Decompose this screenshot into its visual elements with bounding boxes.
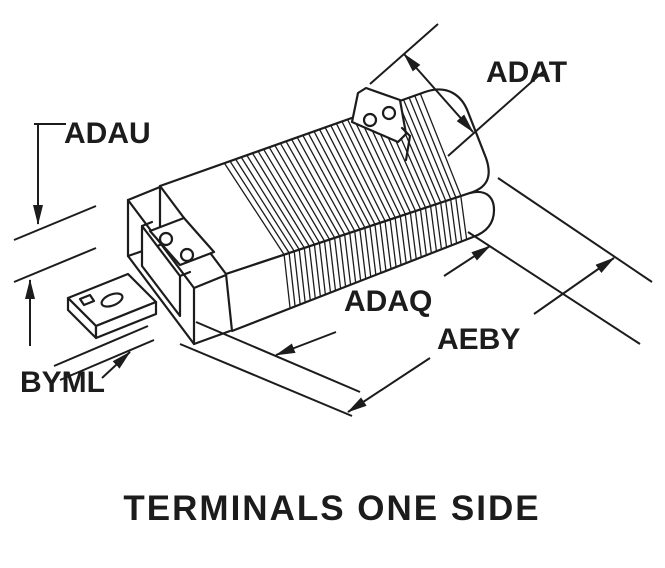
dimension-label-adat: ADAT [486, 56, 567, 89]
rib-line [274, 144, 337, 291]
dimension-arrow [403, 53, 474, 133]
dimension-arrow [443, 245, 491, 277]
rib-line [374, 108, 428, 256]
rib-line [296, 136, 357, 284]
dimension-byml: BYML [20, 325, 155, 399]
rib-texture [223, 92, 468, 309]
terminal-plate-left [148, 216, 216, 267]
terminal-hole [381, 105, 397, 121]
rib-line [391, 102, 443, 250]
extension-line [13, 247, 97, 283]
dimension-arrow [347, 357, 431, 413]
dimension-adat: ADAT [369, 23, 567, 157]
terminal-plate [148, 216, 216, 267]
rib-line [329, 124, 387, 272]
extension-line [497, 177, 653, 283]
rib-line [257, 150, 322, 297]
rib-line [240, 156, 306, 303]
extension-lines [179, 177, 653, 417]
terminal-hole [158, 231, 174, 247]
dimension-aeby: AEBY [347, 257, 615, 413]
body-front-face [224, 190, 496, 333]
dimension-label-adaq: ADAQ [344, 285, 432, 318]
cavity-opening [140, 224, 182, 318]
rib-line [302, 134, 362, 282]
rib-line [262, 148, 327, 295]
rib-line [229, 160, 296, 307]
cavity-depth-line [178, 270, 192, 278]
rib-line [369, 110, 422, 258]
rib-line [352, 116, 407, 264]
rib-line [268, 146, 332, 293]
dimension-arrow [275, 331, 337, 356]
dimension-adau: ADAU [13, 117, 151, 346]
terminal-bracket-right [350, 86, 412, 162]
flange-edge [192, 329, 232, 346]
rib-line [402, 98, 453, 246]
dimension-arrow [533, 257, 615, 315]
rib-line [335, 122, 392, 270]
rib-line [363, 112, 417, 260]
dimension-adaq: ADAQ [275, 245, 491, 356]
rib-line [397, 100, 448, 248]
rib-line [307, 132, 367, 280]
rib-line [318, 128, 377, 276]
extension-line [13, 205, 97, 241]
rib-line [234, 158, 301, 305]
rib-line [313, 130, 372, 278]
mounting-foot [66, 272, 158, 340]
extension-line [179, 343, 353, 417]
foot-square-hole [78, 293, 96, 307]
rib-line [251, 152, 316, 299]
extension-line [59, 339, 155, 381]
dimension-label-adau: ADAU [64, 117, 151, 150]
foot-slot-hole [100, 292, 124, 308]
rib-line [346, 118, 402, 266]
rib-line [290, 138, 352, 285]
rib-line [279, 142, 342, 289]
flange-edge [126, 185, 162, 202]
rib-line [324, 126, 382, 274]
dimension-arrow [101, 351, 131, 379]
rib-line [341, 120, 397, 268]
bracket-plate [350, 86, 408, 144]
component-body [66, 86, 496, 346]
dimension-label-byml: BYML [20, 366, 105, 399]
rib-line [285, 140, 347, 287]
foot-thickness [94, 300, 158, 340]
extension-line [447, 69, 546, 157]
extension-line [53, 325, 149, 367]
rib-line [223, 162, 291, 309]
cavity-depth-line [140, 220, 154, 228]
rib-line [357, 114, 412, 262]
extension-line [467, 231, 641, 345]
extension-line [195, 321, 361, 393]
terminal-hole [362, 112, 378, 128]
dimension-label-aeby: AEBY [437, 323, 520, 356]
flange-edge [192, 273, 228, 290]
terminal-hole [179, 247, 195, 263]
caption-terminals-one-side: TERMINALS ONE SIDE [123, 489, 540, 528]
rib-line [246, 154, 311, 301]
